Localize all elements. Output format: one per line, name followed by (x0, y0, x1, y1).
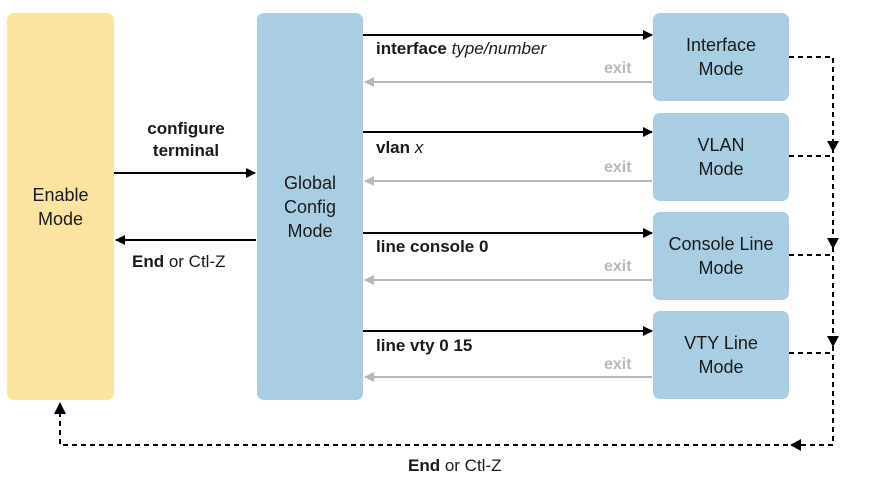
vlan-mode-box: VLAN Mode (653, 113, 789, 201)
enable-mode-label-1: Enable (32, 184, 89, 205)
global-mode-label-3: Mode (287, 220, 333, 241)
enable-mode-label-2: Mode (37, 208, 84, 229)
dashed-end-path (59, 56, 834, 446)
end-label-rest: or Ctl-Z (164, 252, 226, 271)
dashed-arrowhead-3 (827, 336, 839, 347)
global-mode-label-1: Global (283, 172, 337, 193)
console-mode-label-2: Mode (698, 258, 744, 278)
console-command-label: line console 0 (376, 237, 489, 256)
enable-mode-box: Enable Mode (7, 13, 114, 400)
configure-label-1: configure (147, 119, 225, 138)
interface-exit-label: exit (604, 60, 632, 77)
global-mode-label-2: Config (283, 196, 337, 217)
dashed-arrowhead-bottom (790, 439, 801, 451)
end-ctlz-label: End or Ctl-Z (132, 252, 226, 272)
interface-cmd-italic: type/number (451, 39, 547, 58)
vlan-cmd-italic: x (414, 138, 424, 157)
vty-command-label: line vty 0 15 (376, 336, 473, 355)
console-line-mode-box: Console Line Mode (653, 212, 789, 300)
console-exit-label: exit (604, 258, 632, 275)
vlan-mode-label-1: VLAN (697, 135, 745, 155)
vlan-exit-label: exit (604, 159, 632, 176)
dashed-arrowhead-1 (827, 141, 839, 152)
interface-mode-box: Interface Mode (653, 13, 789, 101)
configure-label-2: terminal (152, 141, 220, 160)
bottom-end-ctlz-label: End or Ctl-Z (408, 456, 502, 476)
end-label-bold: End (132, 252, 165, 271)
vlan-mode-label-2: Mode (698, 159, 744, 179)
bottom-end-label-rest: or Ctl-Z (440, 456, 502, 475)
vlan-command-label: vlan x (376, 138, 423, 158)
vlan-cmd-bold: vlan (376, 138, 411, 157)
configure-terminal-label: configure terminal (118, 118, 254, 162)
interface-mode-label-2: Mode (698, 59, 744, 79)
interface-command-label: interface type/number (376, 39, 546, 59)
vty-mode-label-1: VTY Line (684, 333, 758, 353)
global-config-mode-box: Global Config Mode (257, 13, 363, 400)
interface-cmd-bold: interface (376, 39, 447, 58)
bottom-end-label-bold: End (408, 456, 441, 475)
dashed-arrowhead-enable (54, 402, 66, 414)
vty-mode-label-2: Mode (698, 357, 744, 377)
dashed-arrowhead-2 (827, 238, 839, 249)
vty-line-mode-box: VTY Line Mode (653, 311, 789, 399)
interface-mode-label-1: Interface (685, 35, 757, 55)
console-mode-label-1: Console Line (668, 234, 774, 254)
vty-exit-label: exit (604, 356, 632, 373)
